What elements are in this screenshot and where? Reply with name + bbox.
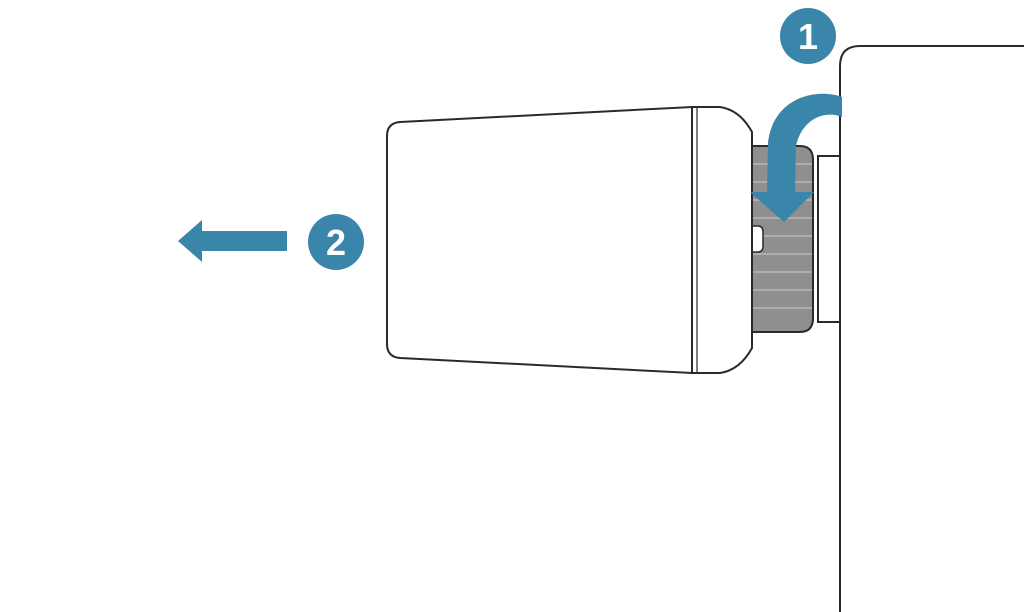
step-2-number: 2 [326, 222, 346, 263]
arrow-left-icon [178, 220, 287, 262]
thermostat-head-front [386, 105, 693, 375]
step-1-badge: 1 [780, 8, 836, 64]
thermostat-head [386, 105, 753, 375]
ring-notch [751, 225, 764, 253]
curved-arrow-icon [750, 93, 842, 222]
step-2-badge: 2 [308, 214, 364, 270]
step-1-number: 1 [798, 16, 818, 57]
thermostat-head-taper [691, 106, 753, 374]
valve-adapter [817, 155, 841, 323]
radiator-body [839, 45, 1024, 612]
